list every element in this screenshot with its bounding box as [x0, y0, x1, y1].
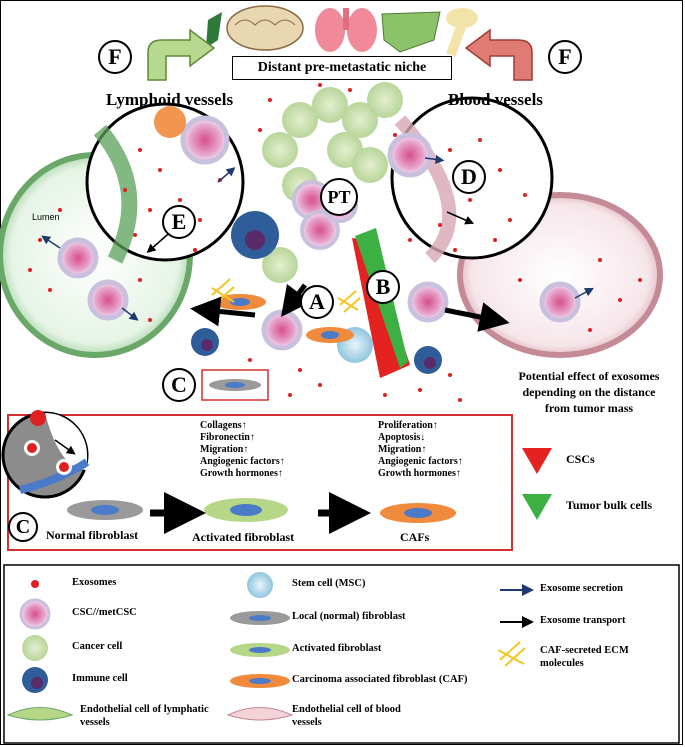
a-label: A — [300, 285, 334, 319]
legend-box — [3, 564, 680, 744]
secretion-arrows — [41, 154, 594, 321]
pt-label: PT — [320, 178, 358, 216]
brain-icon — [226, 5, 304, 51]
transport-arrows — [190, 283, 510, 332]
c-label: C — [162, 368, 196, 402]
legend-immune: Immune cell — [72, 673, 128, 684]
blood-f-arrow — [464, 28, 533, 81]
e-label: E — [162, 205, 196, 239]
liver-icon — [381, 11, 441, 53]
activated-fibroblast-label: Activated fibroblast — [192, 530, 295, 544]
tumor-cluster — [262, 82, 403, 283]
organ-icons — [206, 5, 478, 57]
tumor-bulk-legend-label: Tumor bulk cells — [566, 498, 653, 512]
legend-secretion: Exosome secretion — [540, 583, 623, 594]
tumor-bulk-triangle — [522, 494, 552, 520]
exosome-dots — [28, 83, 642, 402]
legend-local-fib: Local (normal) fibroblast — [292, 611, 406, 622]
legend-exosomes: Exosomes — [72, 577, 117, 588]
activated-effects-list: Collagens↑ Fibronectin↑ Migration↑ Angio… — [200, 420, 285, 479]
legend-transport: Exosome transport — [540, 615, 626, 626]
legend-act-fib: Activated fibroblast — [292, 643, 382, 654]
lymph-node-icon — [206, 12, 222, 48]
d-label: D — [452, 160, 486, 194]
lymph-f-arrow — [147, 28, 216, 81]
normal-fibroblast-label: Normal fibroblast — [46, 528, 139, 542]
b-label: B — [366, 270, 400, 304]
legend-stem: Stem cell (MSC) — [292, 578, 366, 589]
legend-csc: CSC//metCSC — [72, 607, 137, 618]
bone-icon — [446, 8, 478, 57]
fibroblast-panel — [7, 414, 513, 551]
lungs-icon — [315, 8, 377, 52]
csc-legend-label: CSCs — [566, 452, 595, 466]
legend-cancer: Cancer cell — [72, 641, 123, 652]
niche-label: Distant pre-metastatic niche — [232, 56, 452, 80]
caf-effects-list: Proliferation↑ Apoptosis↓ Migration↑ Ang… — [378, 420, 463, 479]
panel-c-label: C — [8, 512, 38, 542]
lumen-label: Lumen — [32, 212, 60, 222]
ecm-marks — [211, 278, 361, 313]
f-label-right: F — [548, 40, 582, 74]
potential-effect-text: Potential effect of exosomes depending o… — [518, 369, 660, 415]
csc-triangle — [522, 448, 552, 474]
f-label-left: F — [98, 40, 132, 74]
lymph-title: Lymphoid vessels — [106, 90, 234, 109]
legend-caf: Carcinoma associated fibroblast (CAF) — [292, 674, 468, 685]
cafs-label: CAFs — [400, 530, 430, 544]
blood-title: Blood vessels — [448, 90, 543, 109]
